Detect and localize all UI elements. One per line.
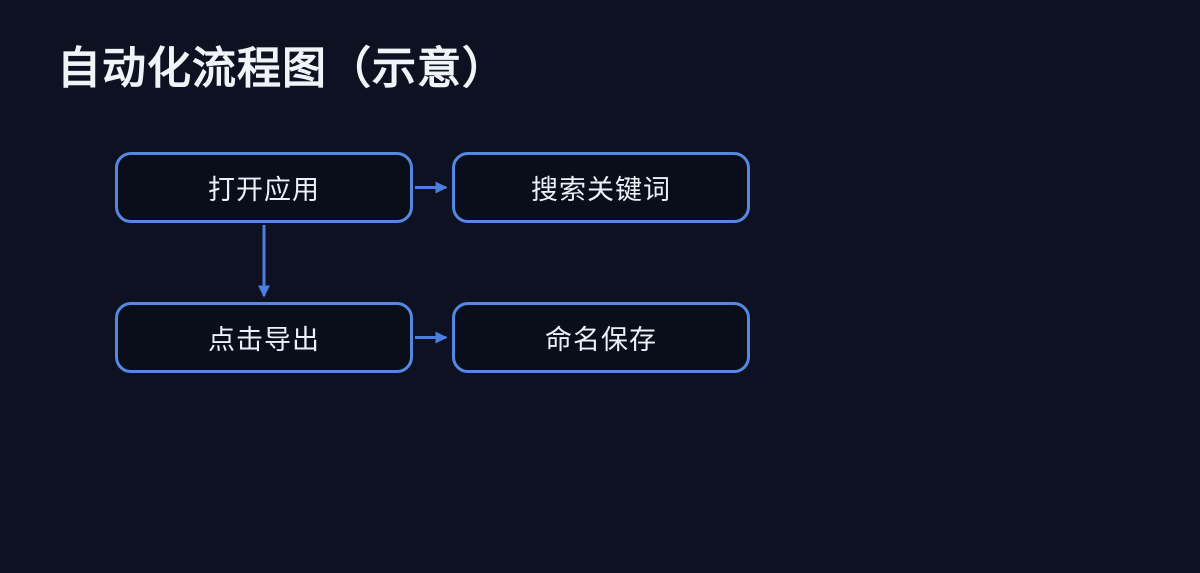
flow-node-label: 点击导出 bbox=[208, 325, 320, 355]
flow-node-open-app: 打开应用 bbox=[115, 152, 413, 223]
page-title: 自动化流程图（示意） bbox=[57, 44, 507, 93]
flow-node-name-save: 命名保存 bbox=[452, 302, 750, 373]
flow-node-label: 打开应用 bbox=[208, 175, 320, 205]
flow-node-label: 搜索关键词 bbox=[531, 175, 671, 205]
flow-node-click-export: 点击导出 bbox=[115, 302, 413, 373]
flow-node-search-keyword: 搜索关键词 bbox=[452, 152, 750, 223]
flow-node-label: 命名保存 bbox=[545, 325, 657, 355]
